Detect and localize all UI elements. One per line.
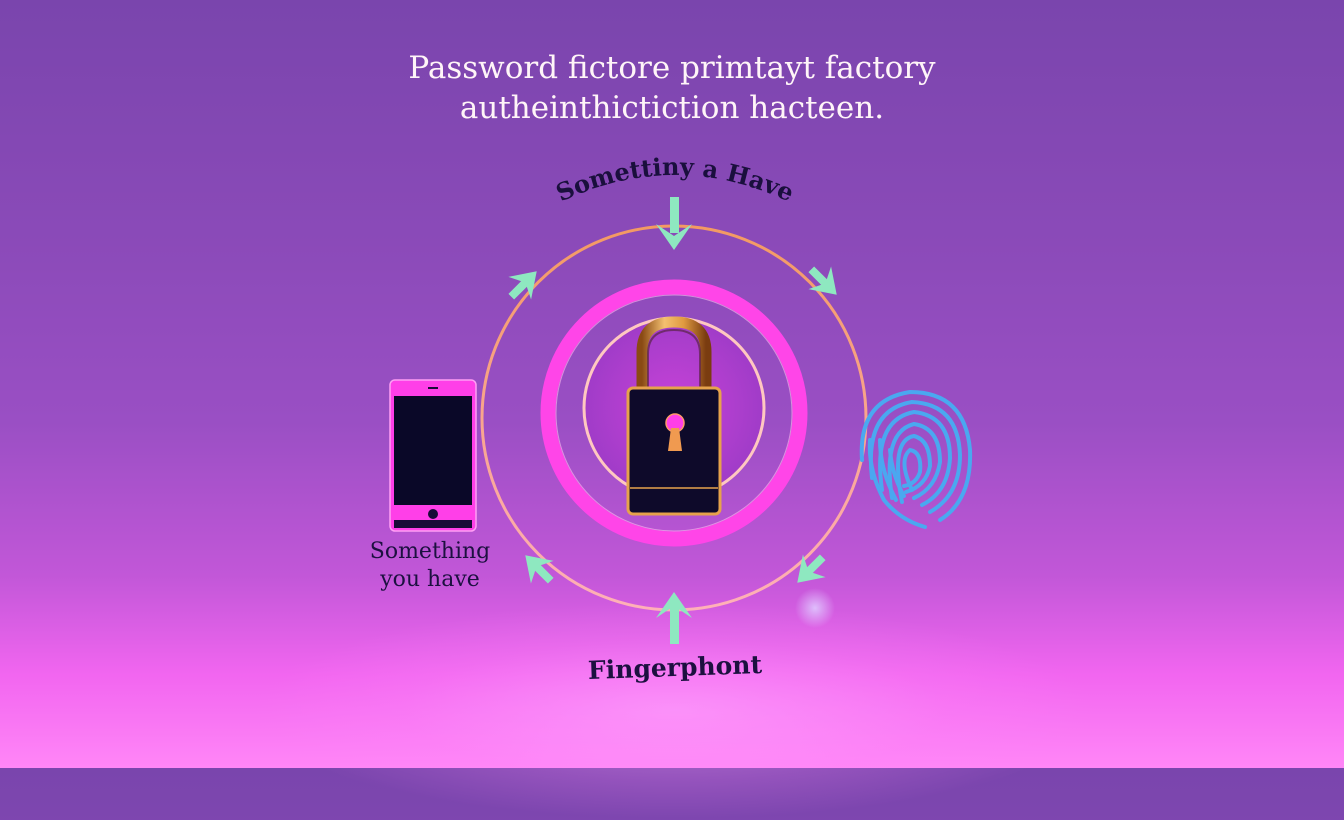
cycle-arrow-top-right — [808, 266, 837, 295]
fingerprint-icon — [859, 389, 973, 529]
title-line-1: Password fictore primtayt factory — [408, 50, 936, 86]
cycle-arrow-top-left — [508, 271, 537, 300]
page-title: Password fictore primtayt factory authei… — [0, 48, 1344, 128]
left-factor-label: Something you have — [350, 538, 510, 594]
left-label-line-2: you have — [380, 567, 480, 592]
cycle-arrow-bottom-right — [797, 554, 826, 583]
cycle-arrow-bottom — [656, 592, 692, 644]
padlock-icon — [626, 316, 722, 516]
title-line-2: autheinthictiction hacteen. — [459, 90, 885, 126]
cycle-arrow-top — [656, 197, 692, 250]
sparkle-glow — [795, 588, 835, 628]
mfa-cycle-diagram: Somettiny a Have — [389, 152, 973, 644]
smartphone-icon — [389, 379, 477, 532]
left-label-line-1: Something — [369, 539, 491, 564]
cycle-arrow-bottom-left — [525, 555, 554, 584]
